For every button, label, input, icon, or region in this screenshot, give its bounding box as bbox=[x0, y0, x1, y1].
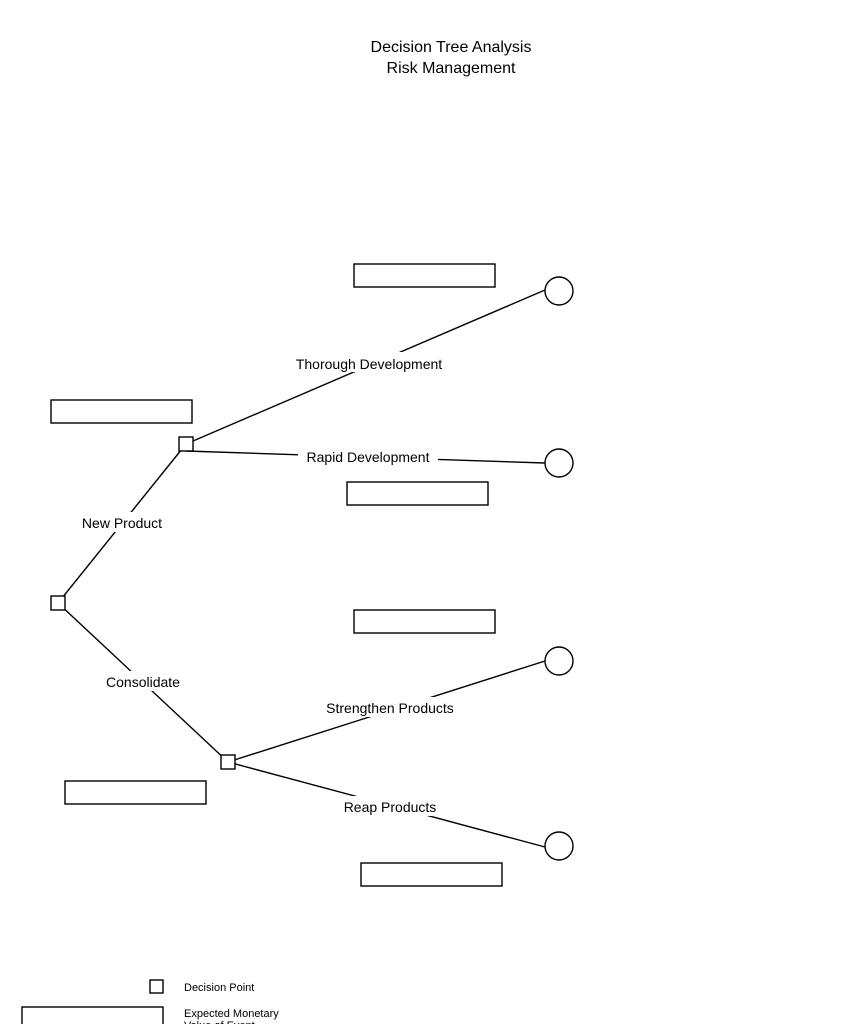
emv-box-rapid bbox=[346, 481, 489, 506]
diagram-title: Decision Tree Analysis bbox=[371, 39, 532, 56]
legend-decision-point-icon bbox=[149, 979, 164, 994]
label-bg-strengthen bbox=[316, 697, 464, 717]
diagram-subtitle: Risk Management bbox=[387, 60, 517, 77]
branch-label-reap-products: Reap Products bbox=[344, 799, 437, 815]
outcome-node-reap bbox=[544, 831, 574, 861]
label-bg-consolidate bbox=[99, 671, 187, 691]
legend-emv-label: Expected Monetary Value of Event bbox=[184, 1008, 282, 1024]
label-bg-new-product bbox=[74, 512, 170, 532]
branch-label-thorough-development: Thorough Development bbox=[296, 356, 442, 372]
branch-label-rapid-development: Rapid Development bbox=[307, 449, 430, 465]
outcome-node-strengthen bbox=[544, 646, 574, 676]
emv-box-strengthen bbox=[353, 609, 496, 634]
legend-decision-point-label: Decision Point bbox=[184, 982, 254, 994]
label-bg-thorough bbox=[286, 352, 452, 372]
emv-box-reap bbox=[360, 862, 503, 887]
emv-box-new-product bbox=[50, 399, 193, 424]
label-bg-reap bbox=[336, 796, 444, 816]
outcome-node-thorough bbox=[544, 276, 574, 306]
legend-emv-label-text: Expected Monetary bbox=[184, 1008, 279, 1020]
decision-point-new-product bbox=[178, 436, 194, 452]
branch-label-consolidate: Consolidate bbox=[106, 674, 180, 690]
emv-box-thorough bbox=[353, 263, 496, 288]
branch-label-new-product: New Product bbox=[82, 515, 162, 531]
outcome-node-rapid bbox=[544, 448, 574, 478]
decision-point-consolidate bbox=[220, 754, 236, 770]
branch-label-strengthen-products: Strengthen Products bbox=[326, 700, 454, 716]
label-bg-rapid bbox=[298, 446, 438, 466]
legend-emv-box-icon bbox=[21, 1006, 164, 1024]
emv-box-consolidate bbox=[64, 780, 207, 805]
legend-emv-label-text-line2: Value of Event bbox=[184, 1020, 255, 1024]
decision-point-root bbox=[50, 595, 66, 611]
